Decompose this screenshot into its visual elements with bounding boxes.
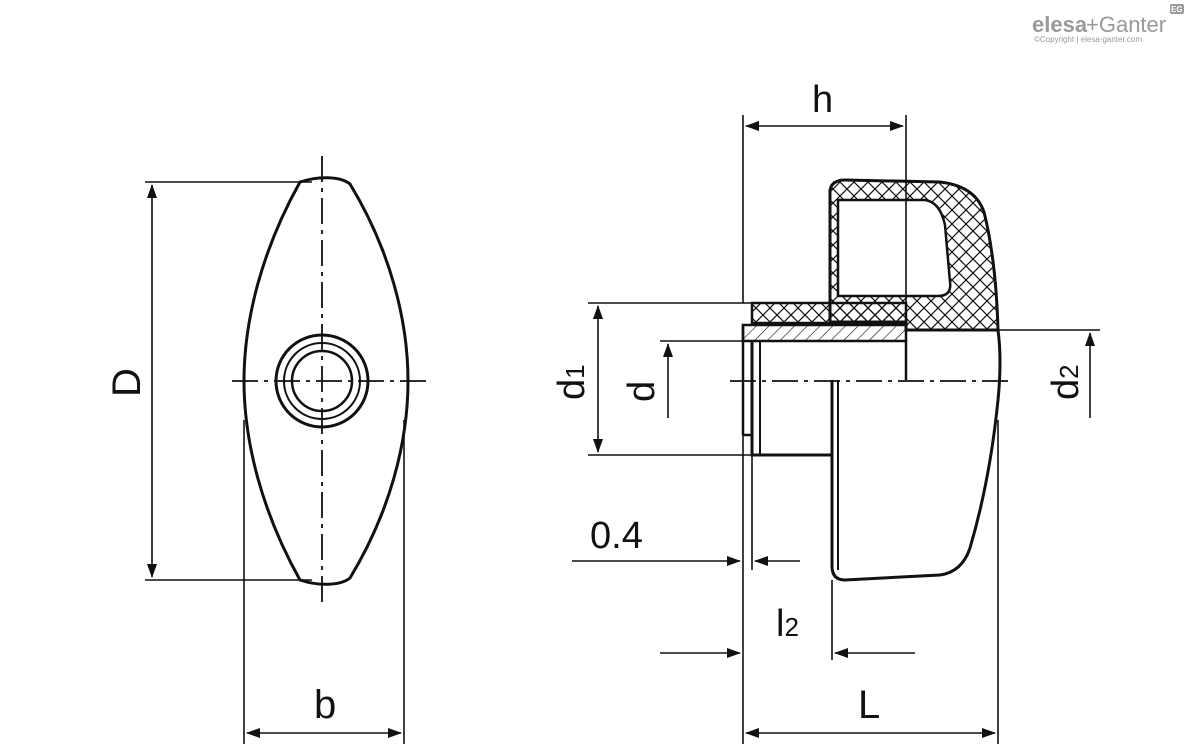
dimension-h xyxy=(742,115,907,322)
dimension-l2 xyxy=(660,580,915,660)
label-gap: 0.4 xyxy=(590,515,643,557)
label-d: d xyxy=(621,381,663,402)
logo-brand-elesa: elesa xyxy=(1032,12,1088,37)
dimension-d2 xyxy=(998,329,1100,418)
logo-badge: EG xyxy=(1171,5,1183,14)
dimension-b xyxy=(243,420,405,744)
dimension-d xyxy=(660,340,752,418)
label-l2: l2 xyxy=(776,603,799,645)
label-h: h xyxy=(812,79,833,121)
label-d1: d1 xyxy=(551,364,593,400)
metal-insert xyxy=(741,323,908,343)
front-centerlines xyxy=(232,156,430,606)
dimension-D xyxy=(145,181,312,581)
logo-badge-box xyxy=(1170,4,1184,14)
stem-lower xyxy=(750,341,832,457)
dimension-gap xyxy=(572,435,800,744)
logo-brand-ganter: +Ganter xyxy=(1086,12,1166,37)
label-d2: d2 xyxy=(1045,364,1087,400)
brand-logo: elesa +Ganter EG ©Copyright | elesa-gant… xyxy=(1032,4,1184,44)
stem-section xyxy=(750,301,908,325)
dimension-d1 xyxy=(588,302,752,456)
logo-copyright: ©Copyright | elesa-ganter.com xyxy=(1034,35,1142,44)
label-b: b xyxy=(314,683,336,727)
label-L: L xyxy=(858,683,880,727)
knob-lower-body xyxy=(830,328,1002,582)
label-D: D xyxy=(105,368,149,397)
crown-cavity xyxy=(836,198,952,298)
dimension-L xyxy=(745,420,999,744)
wing-outline xyxy=(242,176,410,586)
side-view xyxy=(741,178,1002,582)
